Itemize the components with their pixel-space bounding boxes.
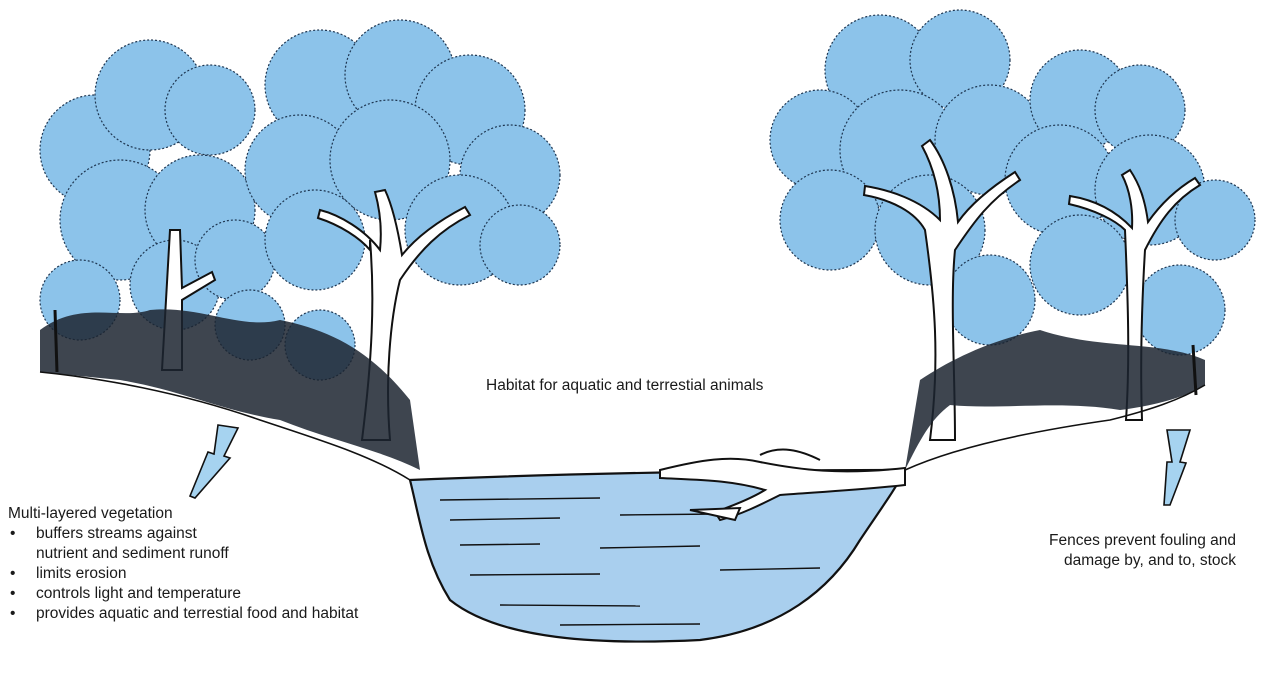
habitat-label: Habitat for aquatic and terrestial anima… <box>486 376 763 396</box>
bullet-icon: • <box>10 564 15 584</box>
fence-label-line-1: Fences prevent fouling and <box>1049 531 1236 551</box>
list-item: • provides aquatic and terrestial food a… <box>8 604 358 624</box>
list-item-text-continued: nutrient and sediment runoff <box>36 544 358 564</box>
list-item-text: buffers streams against <box>36 524 358 544</box>
vegetation-benefits-list: • buffers streams against nutrient and s… <box>8 524 358 624</box>
bullet-icon: • <box>10 584 15 604</box>
left-understory <box>40 309 420 480</box>
right-up-arrow-icon <box>1164 430 1190 505</box>
left-fence-post <box>55 310 57 372</box>
fence-label: Fences prevent fouling and damage by, an… <box>1049 531 1236 571</box>
vegetation-block: Multi-layered vegetation • buffers strea… <box>8 504 358 624</box>
list-item-text: provides aquatic and terrestial food and… <box>36 604 358 624</box>
left-up-arrow-icon <box>190 425 238 498</box>
fence-label-line-2: damage by, and to, stock <box>1049 551 1236 571</box>
list-item: • buffers streams against nutrient and s… <box>8 524 358 564</box>
list-item-text: limits erosion <box>36 564 358 584</box>
stream-channel <box>410 470 905 642</box>
bullet-icon: • <box>10 524 15 544</box>
list-item: • controls light and temperature <box>8 584 358 604</box>
bullet-icon: • <box>10 604 15 624</box>
vegetation-heading: Multi-layered vegetation <box>8 504 358 524</box>
list-item: • limits erosion <box>8 564 358 584</box>
list-item-text: controls light and temperature <box>36 584 358 604</box>
